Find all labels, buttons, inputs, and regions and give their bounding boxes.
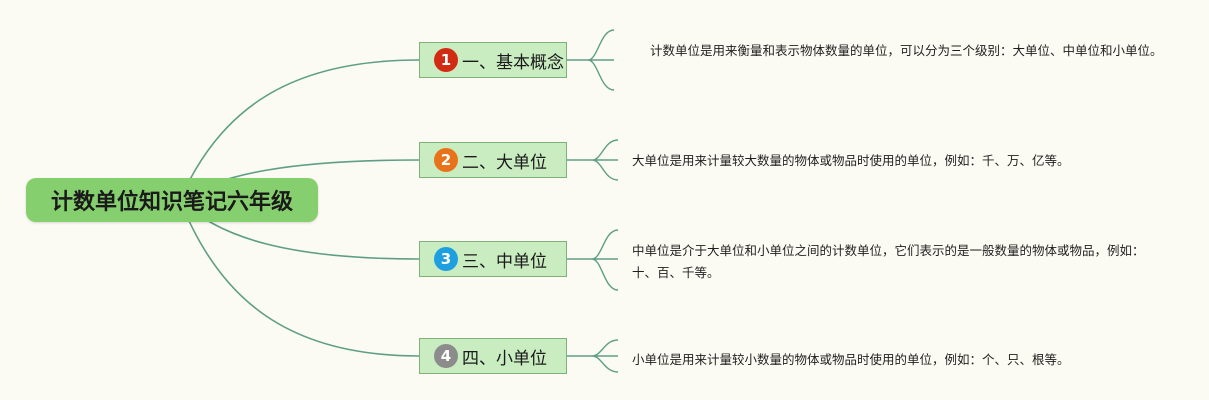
detail-text-2[interactable]: 大单位是用来计量较大数量的物体或物品时使用的单位，例如：千、万、亿等。 [632, 153, 1070, 168]
branch-label: 一、基本概念 [462, 52, 564, 73]
number-1-badge-icon: 1 [434, 48, 458, 72]
branch-detail-bracket-3 [567, 229, 619, 291]
branch-topic-2[interactable]: 2 二、大单位 [419, 142, 567, 178]
root-branch-connector-4 [179, 199, 420, 357]
branch-topic-3[interactable]: 3 三、中单位 [419, 241, 567, 277]
root-branch-connector-1 [179, 59, 420, 201]
branch-detail-bracket-1 [567, 29, 615, 91]
detail-text-3[interactable]: 中单位是介于大单位和小单位之间的计数单位，它们表示的是一般数量的物体或物品，例如… [632, 243, 1145, 280]
branch-detail-bracket-2 [567, 139, 619, 181]
root-topic[interactable]: 计数单位知识笔记六年级 [26, 178, 318, 222]
branch-label: 三、中单位 [462, 251, 547, 272]
detail-text-4[interactable]: 小单位是用来计量较小数量的物体或物品时使用的单位，例如：个、只、根等。 [632, 352, 1070, 367]
number-4-badge-icon: 4 [434, 344, 458, 368]
branch-label: 四、小单位 [462, 348, 547, 369]
branch-label: 二、大单位 [462, 152, 547, 173]
branch-topic-4[interactable]: 4 四、小单位 [419, 338, 567, 374]
number-2-badge-icon: 2 [434, 148, 458, 172]
number-3-badge-icon: 3 [434, 247, 458, 271]
branch-topic-1[interactable]: 1 一、基本概念 [419, 42, 567, 78]
branch-detail-bracket-4 [567, 339, 619, 373]
detail-text-1[interactable]: 计数单位是用来衡量和表示物体数量的单位，可以分为三个级别：大单位、中单位和小单位… [650, 43, 1163, 58]
